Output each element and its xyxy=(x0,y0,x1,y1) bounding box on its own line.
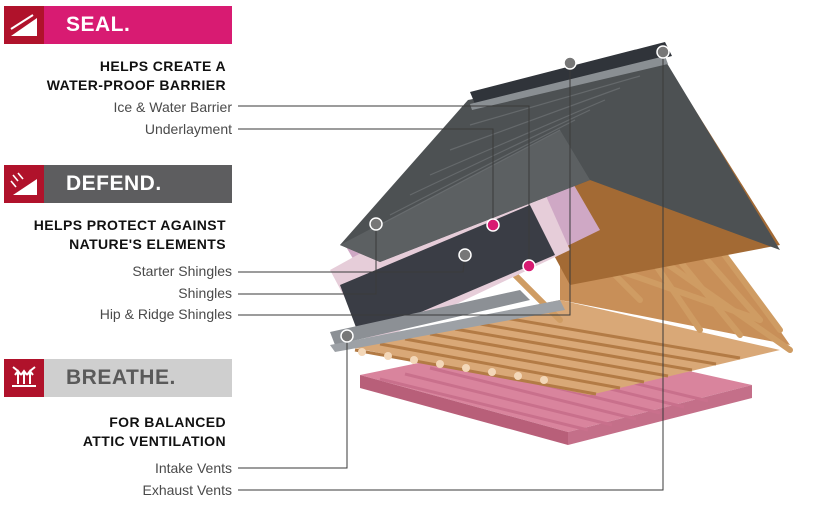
breathe-heading-line-2: ATTIC VENTILATION xyxy=(83,432,226,451)
breathe-banner: BREATHE. xyxy=(4,359,232,397)
seal-heading: HELPS CREATE A WATER-PROOF BARRIER xyxy=(47,57,226,95)
defend-heading: HELPS PROTECT AGAINST NATURE'S ELEMENTS xyxy=(34,216,226,254)
breathe-title: BREATHE. xyxy=(44,359,232,397)
label-hip-ridge-shingles: Hip & Ridge Shingles xyxy=(100,306,232,322)
label-exhaust-vents: Exhaust Vents xyxy=(142,482,232,498)
defend-heading-line-1: HELPS PROTECT AGAINST xyxy=(34,216,226,235)
label-underlayment: Underlayment xyxy=(145,121,232,137)
label-intake-vents: Intake Vents xyxy=(155,460,232,476)
defend-title: DEFEND. xyxy=(44,165,232,203)
seal-heading-line-1: HELPS CREATE A xyxy=(47,57,226,76)
seal-banner: SEAL. xyxy=(4,6,232,44)
defend-banner: DEFEND. xyxy=(4,165,232,203)
label-ice-water-barrier: Ice & Water Barrier xyxy=(113,99,232,115)
seal-heading-line-2: WATER-PROOF BARRIER xyxy=(47,76,226,95)
breathe-heading-line-1: FOR BALANCED xyxy=(83,413,226,432)
label-starter-shingles: Starter Shingles xyxy=(132,263,232,279)
defend-heading-line-2: NATURE'S ELEMENTS xyxy=(34,235,226,254)
defend-icon xyxy=(4,165,44,203)
breathe-icon xyxy=(4,359,44,397)
breathe-heading: FOR BALANCED ATTIC VENTILATION xyxy=(83,413,226,451)
seal-title: SEAL. xyxy=(44,6,232,44)
seal-icon xyxy=(4,6,44,44)
label-shingles: Shingles xyxy=(178,285,232,301)
